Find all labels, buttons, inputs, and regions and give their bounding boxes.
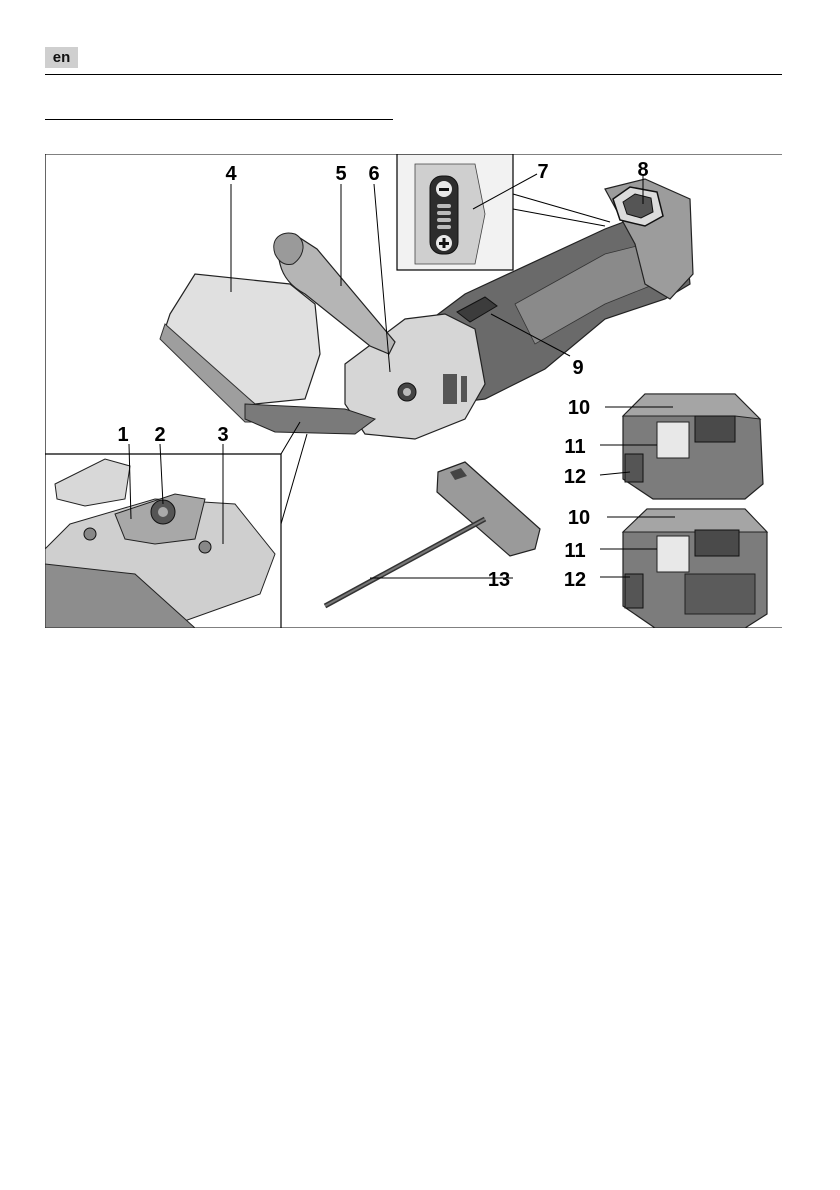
section-title-rule <box>45 119 393 120</box>
callout-7: 7 <box>537 161 548 183</box>
header-rule <box>45 74 782 75</box>
callout-3: 3 <box>217 424 228 446</box>
callout-8: 8 <box>637 159 648 181</box>
callout-4: 4 <box>225 163 237 185</box>
product-figure: 1 2 3 4 5 6 7 8 9 10 11 12 13 10 11 12 <box>45 154 782 628</box>
angle-grinder-illustration: 1 2 3 4 5 6 7 8 9 10 11 12 13 10 11 12 <box>45 154 782 628</box>
callout-13: 13 <box>488 569 510 591</box>
callout-11-large-battery: 11 <box>564 540 585 562</box>
callout-6: 6 <box>368 163 379 185</box>
language-badge: en <box>45 47 78 68</box>
callout-10: 10 <box>568 397 590 419</box>
callout-1: 1 <box>117 424 128 446</box>
callout-10-large-battery: 10 <box>568 507 590 529</box>
callout-5: 5 <box>335 163 346 185</box>
callout-9: 9 <box>572 357 583 379</box>
callout-12-large-battery: 12 <box>564 569 586 591</box>
callout-11: 11 <box>564 436 585 458</box>
callout-2: 2 <box>154 424 165 446</box>
callout-12: 12 <box>564 466 586 488</box>
